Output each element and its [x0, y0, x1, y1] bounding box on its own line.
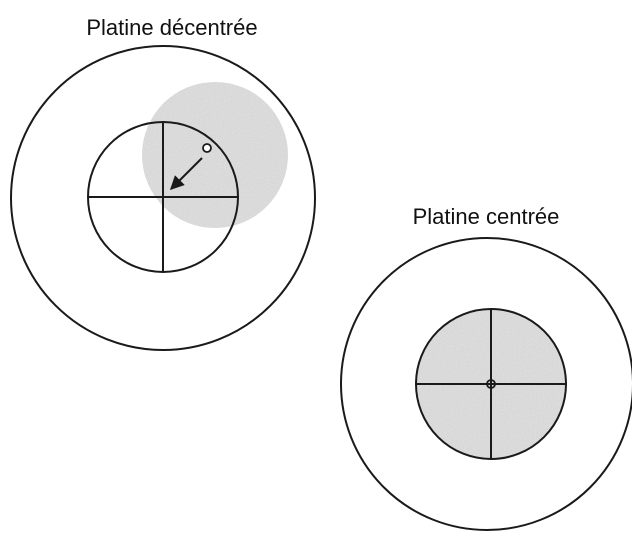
decentered-label: Platine décentrée — [86, 15, 257, 40]
rotation-point-marker — [203, 144, 211, 152]
centered-label: Platine centrée — [413, 204, 560, 229]
centered-stage: Platine centrée — [341, 204, 632, 530]
decentered-stage: Platine décentrée — [11, 15, 315, 350]
